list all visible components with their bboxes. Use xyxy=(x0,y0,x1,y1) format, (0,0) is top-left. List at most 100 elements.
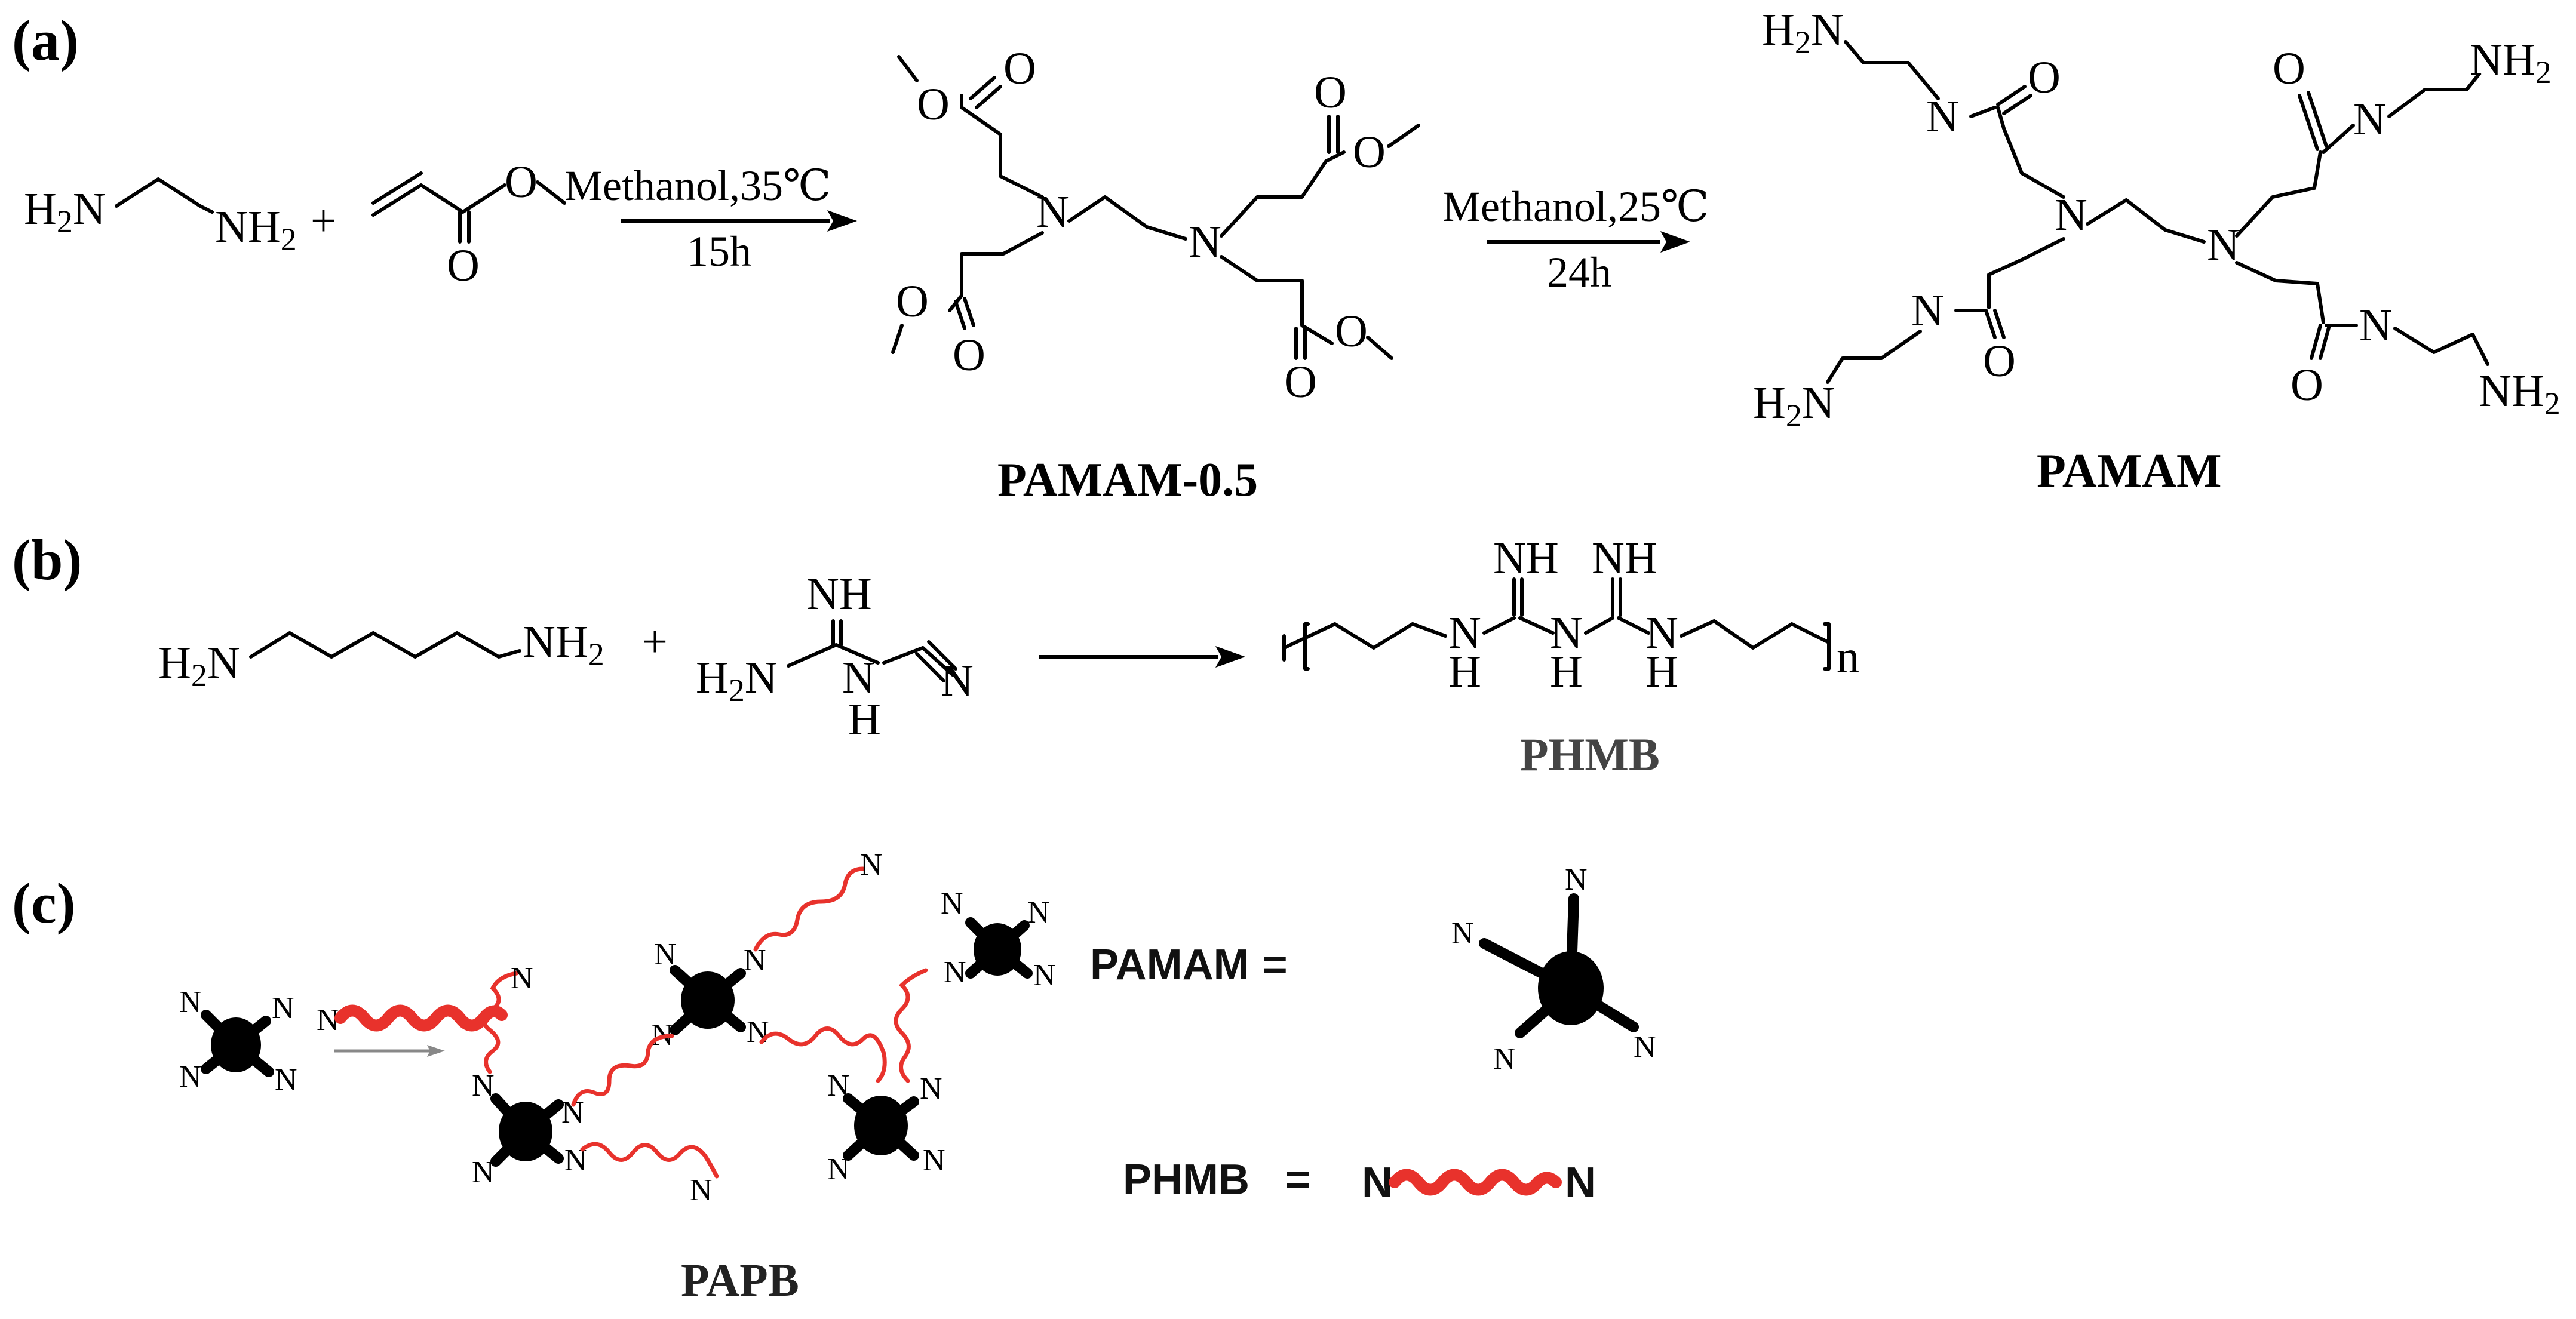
svg-text:O: O xyxy=(1284,357,1317,407)
svg-text:N: N xyxy=(1911,285,1944,336)
svg-text:n: n xyxy=(1837,632,1859,682)
panel-label-b: (b) xyxy=(12,528,82,592)
phmb-label: PHMB xyxy=(1520,728,1660,780)
svg-text:NH: NH xyxy=(1493,533,1559,583)
dicyandiamide: NH H2N N H N xyxy=(696,569,974,745)
svg-text:N: N xyxy=(1550,608,1583,658)
step2-condition: Methanol,25℃ xyxy=(1442,183,1709,230)
svg-text:N: N xyxy=(1033,958,1056,992)
svg-text:N: N xyxy=(842,653,875,703)
svg-text:N: N xyxy=(1645,608,1678,658)
svg-text:N: N xyxy=(275,1063,297,1097)
svg-text:N: N xyxy=(1565,1159,1596,1207)
pamam-0.5-structure: N N O O O O O O O O xyxy=(891,44,1420,407)
svg-text:O: O xyxy=(2291,360,2323,410)
svg-text:N: N xyxy=(747,1015,769,1049)
svg-text:H2N: H2N xyxy=(1753,378,1835,433)
svg-text:NH2: NH2 xyxy=(2470,35,2552,90)
svg-text:O: O xyxy=(1314,67,1347,118)
svg-text:O: O xyxy=(896,276,929,327)
hexanediamine: H2N NH2 + xyxy=(158,617,668,693)
step2-time: 24h xyxy=(1547,248,1611,296)
svg-text:H2N: H2N xyxy=(1762,5,1844,60)
svg-text:O: O xyxy=(505,157,538,207)
svg-text:N: N xyxy=(1189,217,1221,267)
svg-text:O: O xyxy=(447,241,480,291)
svg-text:N: N xyxy=(920,1072,942,1106)
svg-text:N: N xyxy=(941,656,974,706)
svg-text:H: H xyxy=(1645,647,1678,697)
svg-text:N: N xyxy=(1451,917,1474,951)
svg-text:O: O xyxy=(1003,44,1036,94)
legend-phmb: PHMB= N N xyxy=(1123,1156,1596,1207)
pamam-node-reactant: N N N N xyxy=(179,985,297,1097)
methyl-acrylate: O O xyxy=(371,157,566,291)
svg-text:N: N xyxy=(179,985,202,1019)
legend-pamam: PAMAM= N N N N xyxy=(1090,863,1656,1076)
svg-text:O: O xyxy=(953,330,985,380)
papb-label: PAPB xyxy=(681,1254,799,1306)
svg-text:NH2: NH2 xyxy=(523,617,604,672)
svg-text:H2N: H2N xyxy=(24,184,106,239)
svg-text:N: N xyxy=(923,1143,945,1177)
reaction-arrow-2: Methanol,25℃ 24h xyxy=(1442,183,1709,296)
ethylenediamine: H2N NH2 + xyxy=(24,177,336,257)
pamam-0.5-label: PAMAM-0.5 xyxy=(997,454,1258,506)
svg-text:H: H xyxy=(1448,647,1481,697)
panel-label-a: (a) xyxy=(12,8,79,72)
phmb-structure: N H NH N H NH N H n xyxy=(1282,533,1859,697)
svg-text:O: O xyxy=(2273,44,2305,94)
svg-text:N: N xyxy=(179,1060,202,1094)
svg-text:N: N xyxy=(827,1069,850,1103)
svg-text:N: N xyxy=(472,1155,495,1189)
svg-text:N: N xyxy=(2055,190,2087,240)
svg-text:PAMAM=: PAMAM= xyxy=(1090,941,1288,989)
svg-text:N: N xyxy=(1634,1030,1656,1064)
svg-text:O: O xyxy=(1335,306,1368,356)
svg-text:H2N: H2N xyxy=(696,653,778,708)
svg-text:O: O xyxy=(917,79,950,130)
svg-text:N: N xyxy=(654,937,677,971)
svg-text:N: N xyxy=(1926,91,1959,142)
svg-text:H2N: H2N xyxy=(158,638,240,693)
svg-text:H: H xyxy=(848,694,881,745)
svg-text:NH2: NH2 xyxy=(2479,366,2560,422)
svg-text:NH: NH xyxy=(806,569,872,619)
reaction-arrow-1: Methanol,35℃ 15h xyxy=(564,162,857,275)
svg-text:H: H xyxy=(1550,647,1583,697)
svg-text:N: N xyxy=(1362,1159,1393,1207)
step1-time: 15h xyxy=(687,227,751,275)
pamam-label: PAMAM xyxy=(2037,445,2222,497)
plus-sign: + xyxy=(311,196,336,246)
phmb-coil-reactant: N xyxy=(317,1003,508,1057)
svg-text:N: N xyxy=(1036,187,1069,237)
plus-sign-b: + xyxy=(642,617,668,667)
step1-condition: Methanol,35℃ xyxy=(564,162,831,210)
svg-text:NH: NH xyxy=(1592,533,1657,583)
svg-text:N: N xyxy=(941,887,963,921)
svg-text:N: N xyxy=(2359,300,2392,350)
svg-text:NH2: NH2 xyxy=(215,202,297,257)
svg-text:N: N xyxy=(1493,1042,1516,1076)
svg-text:N: N xyxy=(1027,896,1050,930)
svg-text:PHMB=: PHMB= xyxy=(1123,1156,1310,1204)
svg-text:N: N xyxy=(2207,220,2240,270)
panel-label-c: (c) xyxy=(12,871,76,935)
svg-text:N: N xyxy=(860,848,883,882)
svg-text:N: N xyxy=(472,1069,495,1103)
svg-text:N: N xyxy=(511,961,533,995)
svg-text:N: N xyxy=(827,1152,850,1186)
pamam-structure: N N O N H2N O N NH2 O N H2N O xyxy=(1753,5,2560,433)
svg-text:N: N xyxy=(1565,863,1588,897)
svg-text:O: O xyxy=(2028,53,2061,103)
svg-text:N: N xyxy=(2353,94,2386,144)
svg-text:N: N xyxy=(272,991,294,1025)
papb-network: N N N N N N N N N N N N N N N N xyxy=(472,848,1056,1207)
svg-text:N: N xyxy=(944,955,966,989)
svg-text:O: O xyxy=(1983,336,2016,386)
svg-text:N: N xyxy=(1448,608,1481,658)
reaction-arrow-b xyxy=(1039,646,1245,668)
svg-text:O: O xyxy=(1353,127,1386,177)
